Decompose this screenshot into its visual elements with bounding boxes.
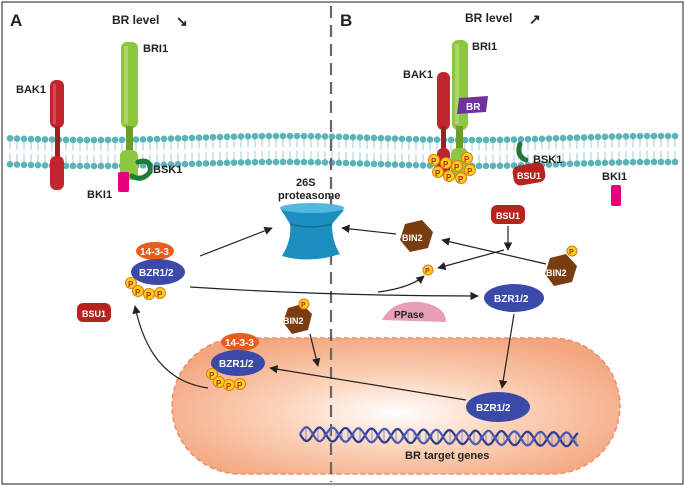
arrow-nucleus-export [132, 305, 209, 389]
arrow-bin2-to-nucleus [309, 333, 321, 367]
dna-helix [299, 426, 579, 448]
svg-text:P: P [135, 288, 141, 297]
svg-text:BIN2: BIN2 [283, 316, 304, 326]
svg-text:P: P [157, 290, 163, 299]
svg-text:P: P [464, 155, 470, 164]
bki1-protein-b [611, 185, 621, 206]
arrow-dephosphorylation [437, 249, 505, 271]
svg-text:P: P [226, 382, 232, 391]
bri1-receptor-a [120, 42, 138, 180]
br-decrease-arrow: ↘ [176, 13, 188, 29]
ppase-enzyme: PPase [382, 301, 446, 322]
bsu1-cytoplasm-b: BSU1 [491, 205, 525, 224]
svg-text:P: P [454, 163, 460, 172]
bki1-label-b: BKI1 [602, 171, 627, 183]
svg-text:14-3-3: 14-3-3 [140, 247, 169, 258]
arrow-bzr-b-to-nucleus [499, 313, 515, 389]
bsk1-protein-a [129, 158, 153, 181]
svg-text:14-3-3: 14-3-3 [225, 338, 254, 349]
bsk1-label-b: BSK1 [533, 154, 562, 166]
arrow-bzr-nuclear-to-complex [269, 365, 467, 401]
bak1-label-b: BAK1 [403, 69, 433, 81]
svg-text:P: P [467, 167, 473, 176]
svg-text:P: P [209, 371, 215, 380]
svg-text:P: P [446, 173, 452, 182]
svg-text:P: P [301, 302, 306, 309]
svg-text:P: P [237, 381, 243, 390]
bki1-protein-a [118, 172, 129, 192]
svg-text:BZR1/2: BZR1/2 [139, 268, 174, 279]
panel-b-br-level: BR level [465, 11, 512, 25]
bki1-label-a: BKI1 [87, 189, 112, 201]
pathway-arrows [132, 224, 547, 401]
svg-text:BSU1: BSU1 [496, 211, 520, 221]
svg-text:P: P [425, 268, 430, 275]
svg-text:P: P [435, 169, 441, 178]
bzr-dephosphorylated-cytoplasm: BZR1/2 [484, 284, 544, 312]
bzr-1433-complex-cytoplasm: 14-3-3 BZR1/2 P P P P [125, 242, 185, 300]
bri1-label-b: BRI1 [472, 41, 497, 53]
bin2-unphosphorylated-b: BIN2 [400, 220, 433, 252]
bsk1-label-a: BSK1 [153, 164, 182, 176]
svg-text:PPase: PPase [394, 310, 424, 321]
svg-text:P: P [146, 291, 152, 300]
bsu1-cytoplasm-a: BSU1 [77, 303, 111, 322]
bak1-label-a: BAK1 [16, 84, 46, 96]
svg-text:P: P [431, 157, 437, 166]
svg-text:BIN2: BIN2 [546, 268, 567, 278]
svg-text:BR: BR [466, 102, 481, 113]
svg-text:BIN2: BIN2 [402, 233, 423, 243]
svg-text:BZR1/2: BZR1/2 [494, 294, 529, 305]
free-phosphate: P [422, 264, 434, 276]
arrow-bin2-to-proteasome [341, 224, 397, 235]
target-genes-label: BR target genes [405, 450, 489, 462]
arrow-pbin2-to-bin2 [441, 237, 547, 265]
bak1-receptor-a [50, 80, 64, 190]
arrow-p-to-bzr [377, 275, 425, 293]
proteasome [280, 203, 344, 260]
svg-text:P: P [128, 280, 134, 289]
svg-text:P: P [569, 249, 574, 256]
bri1-label-a: BRI1 [143, 43, 168, 55]
svg-text:BZR1/2: BZR1/2 [476, 403, 511, 414]
bin2-phosphorylated-b: BIN2 P [545, 245, 578, 286]
bin2-phosphorylated-a: BIN2 P [283, 298, 312, 334]
receptor-phosphates: P P P P P P P P [428, 152, 476, 184]
svg-text:P: P [443, 160, 449, 169]
svg-text:BZR1/2: BZR1/2 [219, 359, 254, 370]
arrow-bzr-to-bzr-b [189, 286, 479, 301]
proteasome-label-line2: proteasome [278, 190, 340, 202]
svg-text:BSU1: BSU1 [517, 171, 541, 181]
svg-text:BSU1: BSU1 [82, 309, 106, 319]
panel-a-letter: A [10, 11, 22, 30]
panel-b-letter: B [340, 11, 352, 30]
svg-text:P: P [458, 175, 464, 184]
proteasome-label-line1: 26S [296, 177, 316, 189]
panel-a-br-level: BR level [112, 13, 159, 27]
br-increase-arrow: ↗ [529, 11, 541, 27]
svg-text:P: P [216, 379, 222, 388]
bzr-1433-complex-nucleus: 14-3-3 BZR1/2 P P P P [206, 333, 265, 391]
bsk1-protein-b [516, 141, 529, 163]
br-hormone: BR [457, 96, 488, 114]
bzr-dephosphorylated-nucleus: BZR1/2 [466, 392, 530, 422]
bsu1-at-membrane: BSU1 [512, 162, 546, 186]
arrow-bzr-to-proteasome [199, 226, 273, 257]
